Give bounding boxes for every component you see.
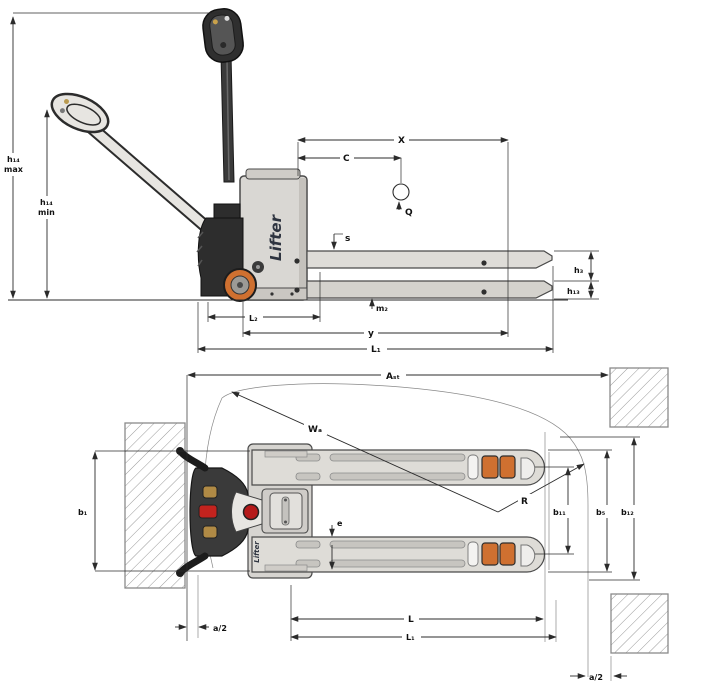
fork-side-lowered [294, 280, 553, 299]
dim-label-h14-max: h₁₄ [7, 155, 20, 164]
dim-label-h13: h₁₃ [567, 287, 580, 296]
dim-label-wa: Wₐ [308, 425, 322, 435]
drive-unit [196, 203, 257, 302]
side-view-truck-body: Lifter [239, 168, 308, 301]
dim-label-r: R [521, 497, 528, 507]
dim-label-e: e [337, 519, 343, 528]
load-roller [499, 455, 516, 479]
dim-label-a2-left: a/2 [213, 624, 227, 633]
dim-label-b1: b₁ [78, 508, 88, 517]
dim-label-b5: b₅ [596, 508, 606, 517]
wa-radius-line [231, 391, 499, 513]
steer-wheel-top-view [242, 503, 260, 521]
dim-label-b12: b₁₂ [621, 508, 634, 517]
dim-label-a2-right: a/2 [589, 673, 603, 682]
hatched-block-left [124, 422, 186, 589]
dim-label-x: X [398, 136, 405, 146]
load-roller [499, 542, 516, 566]
dim-label-h3: h₃ [574, 266, 584, 275]
dim-label-l2: L₂ [249, 314, 258, 323]
dim-label-l1-side: L₁ [371, 345, 381, 355]
load-roller [481, 542, 499, 566]
dim-label-s: s [345, 234, 350, 244]
tiller-upright [202, 8, 244, 183]
dim-label-ast: Aₛₜ [386, 372, 400, 382]
dim-label-l1-bottom: L₁ [406, 633, 415, 642]
dim-label-h14-min: h₁₄ [40, 198, 53, 207]
tiller-lowered-handle [50, 92, 110, 134]
side-view-dimensions: h₁₄ max h₁₄ min X C Q s [1, 12, 599, 355]
load-centre-symbol [392, 183, 410, 201]
dim-label-y: y [368, 329, 374, 339]
dim-label-max: max [4, 165, 24, 174]
fork-top-upper [251, 449, 546, 486]
hatched-block-top-right [609, 367, 669, 428]
dim-label-q: Q [405, 208, 413, 218]
top-view-truck: Lifter [176, 443, 546, 579]
load-roller [481, 455, 499, 479]
top-view-dimensions: Aₛₜ Wₐ R b₁ e b₁₁ [76, 368, 640, 682]
brand-logo-side: Lifter [267, 213, 285, 261]
dim-label-min: min [38, 208, 55, 217]
turning-envelope-arc [203, 383, 589, 677]
dim-label-b11: b₁₁ [553, 508, 566, 517]
fork-top-lower [251, 536, 546, 573]
emergency-button [198, 504, 218, 519]
dim-label-m2: m₂ [376, 304, 388, 313]
dim-label-c: C [343, 154, 350, 164]
top-view: Lifter Aₛₜ [76, 367, 669, 682]
brand-logo-top: Lifter [253, 541, 261, 563]
hatched-block-bottom-right [610, 593, 669, 654]
tiller-head-top-view [176, 447, 263, 577]
dim-label-l: L [408, 615, 414, 625]
tiller-lowered [50, 92, 219, 239]
fork-side-raised [294, 250, 553, 269]
side-view: Lifter h₁₄ max [1, 8, 599, 355]
